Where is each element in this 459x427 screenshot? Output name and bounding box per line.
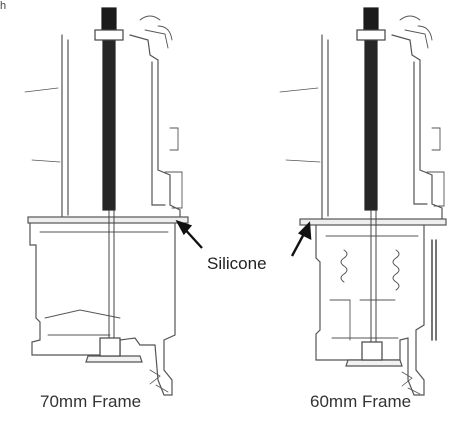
silicone-arrows xyxy=(175,219,312,257)
frame-60mm-top-clip xyxy=(399,15,433,49)
frame-60mm-sill xyxy=(299,218,447,226)
frame-70mm-bolt xyxy=(94,7,124,357)
frame-70mm-top-clip xyxy=(139,15,173,49)
caption-70mm-frame: 70mm Frame xyxy=(40,392,142,411)
frame-60mm-right-bar xyxy=(431,239,437,341)
silicone-label: Silicone xyxy=(207,254,267,273)
frame-60mm-sash-outline xyxy=(321,34,443,223)
frame-60mm-lower-frame xyxy=(315,224,425,396)
frame-60mm-leader-2 xyxy=(285,159,321,163)
frame-60mm-leader-1 xyxy=(279,87,319,93)
frame-70mm-leader-2 xyxy=(31,159,61,163)
frame-70mm-sash-outline xyxy=(61,34,181,221)
frame-60mm-spring xyxy=(340,249,400,291)
frame-60mm-right-hardware xyxy=(426,127,445,207)
frame-60mm-base-clip xyxy=(345,359,403,367)
frame-70mm-lower-frame xyxy=(29,222,176,396)
frame-70mm-drawing xyxy=(24,15,189,396)
frame-70mm-leader-1 xyxy=(24,87,59,93)
frame-60mm-lower-inner xyxy=(325,235,419,341)
caption-60mm-frame: 60mm Frame xyxy=(310,392,412,411)
frame-70mm-sill xyxy=(27,216,189,224)
frame-70mm-base-clip xyxy=(85,355,143,363)
frame-70mm-bottom-detail xyxy=(149,369,169,393)
frame-70mm-lower-inner xyxy=(39,231,169,336)
frame-70mm-right-hardware xyxy=(164,127,183,209)
silicone-arrowhead-right xyxy=(297,221,312,241)
frame-60mm-bottom-detail xyxy=(401,371,421,395)
frame-60mm-bolt xyxy=(356,7,386,361)
frame-60mm-sash-inner xyxy=(327,39,428,217)
silicone-arrowhead-left xyxy=(175,219,193,236)
frame-60mm-drawing xyxy=(279,15,447,396)
frame-70mm-sash-inner xyxy=(67,39,166,216)
top-left-text: h xyxy=(0,0,7,12)
